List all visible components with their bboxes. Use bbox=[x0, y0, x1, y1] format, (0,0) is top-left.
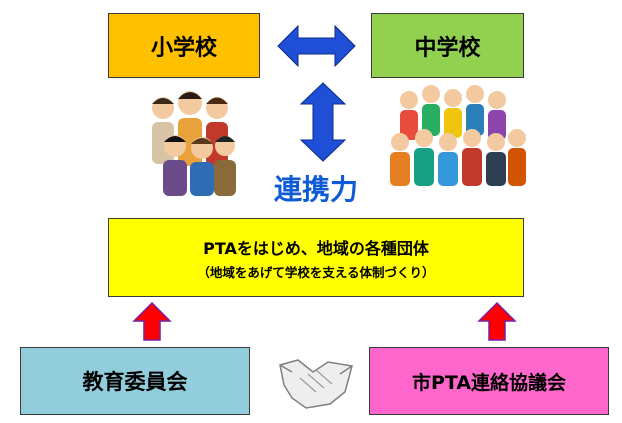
red-up-arrow-left bbox=[132, 301, 172, 341]
person-figure bbox=[462, 129, 482, 186]
elementary-school-label: 小学校 bbox=[150, 35, 217, 61]
elementary-school-box: 小学校 bbox=[108, 13, 260, 78]
junior-high-school-box: 中学校 bbox=[371, 13, 524, 78]
teachers-group-illustration bbox=[152, 91, 236, 196]
person-figure bbox=[486, 133, 506, 186]
person-figure bbox=[466, 85, 484, 136]
person-figure bbox=[190, 137, 214, 196]
community-organizations-title: PTAをはじめ、地域の各種団体 bbox=[203, 238, 429, 258]
person-figure bbox=[163, 135, 187, 196]
city-pta-council-label: 市PTA連絡協議会 bbox=[411, 371, 567, 394]
person-figure bbox=[438, 133, 458, 186]
person-figure bbox=[400, 91, 418, 140]
collaboration-label: 連携力 bbox=[273, 173, 358, 206]
person-figure bbox=[444, 89, 462, 138]
community-organizations-box: PTAをはじめ、地域の各種団体 （地域をあげて学校を支える体制づくり） bbox=[108, 218, 524, 297]
city-pta-council-box: 市PTA連絡協議会 bbox=[369, 347, 609, 415]
board-of-education-box: 教育委員会 bbox=[20, 347, 250, 415]
person-figure bbox=[422, 85, 440, 136]
person-figure bbox=[488, 91, 506, 140]
vertical-double-arrow bbox=[299, 82, 347, 162]
person-figure bbox=[508, 129, 526, 186]
junior-high-school-label: 中学校 bbox=[414, 35, 481, 61]
board-of-education-label: 教育委員会 bbox=[82, 370, 188, 394]
person-figure bbox=[390, 133, 410, 186]
community-organizations-subtitle: （地域をあげて学校を支える体制づくり） bbox=[197, 264, 435, 280]
person-figure bbox=[214, 136, 236, 196]
students-group-illustration bbox=[390, 85, 526, 186]
handshake-icon bbox=[279, 359, 353, 409]
red-up-arrow-right bbox=[477, 301, 517, 341]
person-figure bbox=[414, 129, 434, 186]
horizontal-double-arrow bbox=[277, 24, 356, 68]
